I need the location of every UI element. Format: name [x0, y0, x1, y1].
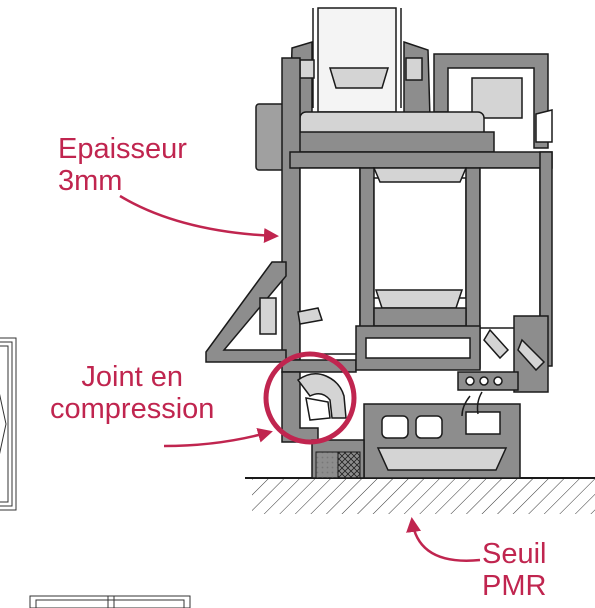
- callout-thickness-line2: 3mm: [58, 165, 123, 197]
- curved-arrow-icon: [406, 517, 481, 562]
- thumbnail-window-elevation: [0, 337, 17, 511]
- glazing-bead: [255, 103, 495, 171]
- sash-frame-profile: [281, 57, 553, 373]
- callout-threshold-line1: Seuil: [482, 538, 547, 570]
- callout-threshold: Seuil PMR: [482, 538, 547, 602]
- callout-seal-line1: Joint en: [81, 361, 183, 393]
- curved-arrow-icon: [119, 194, 279, 243]
- glazing-upper-sash: [289, 7, 431, 119]
- insulation-foam: [315, 451, 361, 479]
- callout-thickness-line1: Epaisseur: [58, 133, 187, 165]
- thumbnail-window-section: [29, 595, 191, 608]
- seal-highlight-circle: [263, 351, 357, 445]
- sash-head-profile: [433, 53, 553, 149]
- callout-thickness: Epaisseur 3mm: [58, 133, 187, 197]
- floor-ground: [245, 477, 595, 514]
- callout-threshold-line2: PMR: [482, 570, 547, 602]
- inner-gasket-hardware: [457, 315, 549, 393]
- external-drip-sill: [205, 261, 323, 363]
- compression-seal: [281, 371, 347, 443]
- callout-seal: Joint en compression: [50, 361, 214, 425]
- curved-arrow-icon: [163, 428, 273, 448]
- callout-seal-line2: compression: [50, 393, 215, 425]
